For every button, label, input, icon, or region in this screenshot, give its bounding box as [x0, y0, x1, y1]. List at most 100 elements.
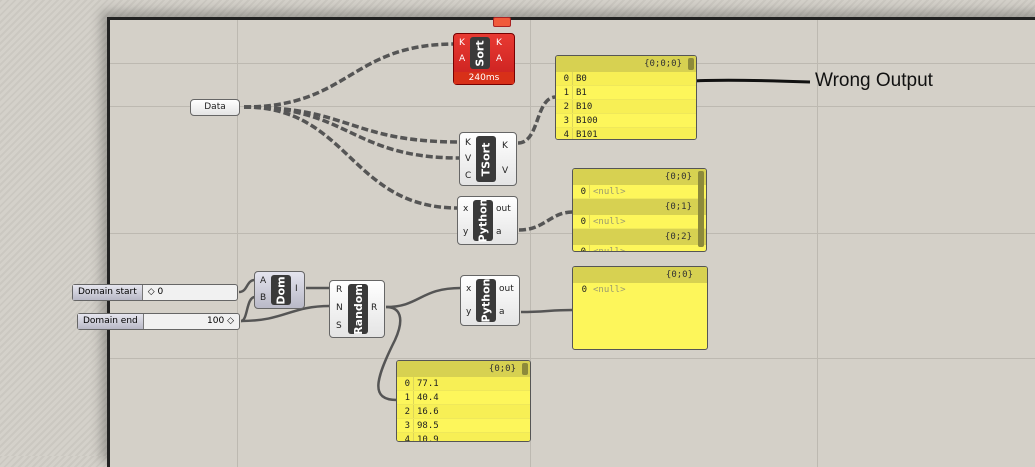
slider-value: 100 — [207, 316, 225, 326]
row-value: B100 — [576, 116, 598, 126]
data-param[interactable]: Data — [190, 99, 240, 116]
slider-value: 0 — [157, 287, 164, 297]
row-index: 0 — [556, 72, 573, 85]
row-index: 0 — [397, 377, 414, 390]
domain-end-slider[interactable]: Domain end 100 ◇ — [77, 313, 240, 330]
data-label: Data — [204, 102, 226, 112]
slider-label: Domain end — [78, 314, 144, 329]
row-value: <null> — [593, 285, 626, 295]
tsort-input-c[interactable]: C — [465, 171, 472, 181]
dom-nickname: Dom — [271, 275, 291, 305]
panel-python2-output[interactable]: {0;0} 0 <null> — [572, 266, 708, 350]
domain-start-slider[interactable]: Domain start ◇ 0 — [72, 284, 238, 301]
tsort-output-v[interactable]: V — [502, 166, 509, 176]
python1-input-y[interactable]: y — [463, 227, 469, 237]
row-index: 0 — [573, 215, 590, 228]
python2-input-y[interactable]: y — [466, 307, 472, 317]
tsort-output-k[interactable]: K — [502, 141, 508, 151]
python1-output-out[interactable]: out — [496, 204, 511, 214]
scrollbar[interactable] — [688, 58, 694, 70]
random-component[interactable]: R N S Random R — [329, 280, 385, 338]
random-nickname: Random — [348, 284, 368, 334]
row-value: <null> — [593, 187, 626, 197]
row-index: 1 — [556, 86, 573, 99]
row-value: <null> — [593, 247, 626, 252]
random-input-r[interactable]: R — [336, 285, 343, 295]
python2-output-out[interactable]: out — [499, 284, 514, 294]
dom-input-b[interactable]: B — [260, 293, 267, 303]
panel-path: {0;1} — [573, 199, 706, 215]
tsort-input-k[interactable]: K — [465, 138, 471, 148]
slider-label: Domain start — [73, 285, 143, 300]
tsort-nickname: TSort — [476, 136, 496, 182]
sort-timing: 240ms — [454, 72, 514, 84]
row-index: 0 — [581, 285, 587, 295]
scrollbar[interactable] — [698, 171, 704, 247]
random-output-r[interactable]: R — [371, 303, 378, 313]
sort-output-a[interactable]: A — [496, 54, 503, 64]
panel-path: {0;0} — [573, 169, 706, 185]
row-value: B10 — [576, 102, 593, 112]
sort-nickname: Sort — [470, 37, 490, 69]
row-index: 2 — [397, 405, 414, 418]
python2-output-a[interactable]: a — [499, 307, 505, 317]
slider-track[interactable]: 100 ◇ — [207, 316, 234, 326]
sort-input-a[interactable]: A — [459, 54, 466, 64]
row-index: 1 — [397, 391, 414, 404]
scrollbar[interactable] — [522, 363, 528, 375]
dom-output-i[interactable]: I — [295, 284, 298, 294]
row-value: B0 — [576, 74, 587, 84]
dom-input-a[interactable]: A — [260, 276, 267, 286]
row-value: 16.6 — [417, 407, 439, 417]
row-index: 0 — [573, 245, 590, 251]
python2-input-x[interactable]: x — [466, 284, 472, 294]
python-component-2[interactable]: x y Python out a — [460, 275, 520, 326]
slider-track[interactable]: ◇ 0 — [147, 287, 164, 297]
row-value: 40.4 — [417, 393, 439, 403]
row-value: 98.5 — [417, 421, 439, 431]
random-input-n[interactable]: N — [336, 303, 343, 313]
python-component-1[interactable]: x y Python out a — [457, 196, 518, 245]
python1-nickname: Python — [473, 199, 493, 242]
python2-nickname: Python — [476, 279, 496, 322]
sort-output-k[interactable]: K — [496, 38, 502, 48]
domain-component[interactable]: A B Dom I — [254, 271, 305, 309]
panel-path: {0;0;0} — [556, 56, 696, 72]
row-index: 2 — [556, 100, 573, 113]
row-value: B1 — [576, 88, 587, 98]
row-value: B101 — [576, 130, 598, 140]
sort-component[interactable]: K A Sort K A 240ms — [453, 33, 515, 85]
random-input-s[interactable]: S — [336, 321, 342, 331]
row-value: 10.9 — [417, 435, 439, 442]
annotation-wrong-output: Wrong Output — [815, 70, 933, 91]
tsort-component[interactable]: K V C TSort K V — [459, 132, 517, 186]
python1-output-a[interactable]: a — [496, 227, 502, 237]
row-value: 77.1 — [417, 379, 439, 389]
panel-path: {0;0} — [397, 361, 530, 377]
sort-input-k[interactable]: K — [459, 38, 465, 48]
error-flag-icon[interactable] — [493, 17, 511, 27]
row-index: 4 — [556, 128, 573, 139]
row-index: 4 — [397, 433, 414, 441]
panel-path: {0;2} — [573, 229, 706, 245]
row-index: 3 — [397, 419, 414, 432]
panel-python1-output[interactable]: {0;0}0<null>{0;1}0<null>{0;2}0<null> — [572, 168, 707, 252]
row-value: <null> — [593, 217, 626, 227]
python1-input-x[interactable]: x — [463, 204, 469, 214]
panel-path: {0;0} — [573, 267, 707, 283]
tsort-input-v[interactable]: V — [465, 154, 472, 164]
row-index: 0 — [573, 185, 590, 198]
row-index: 3 — [556, 114, 573, 127]
